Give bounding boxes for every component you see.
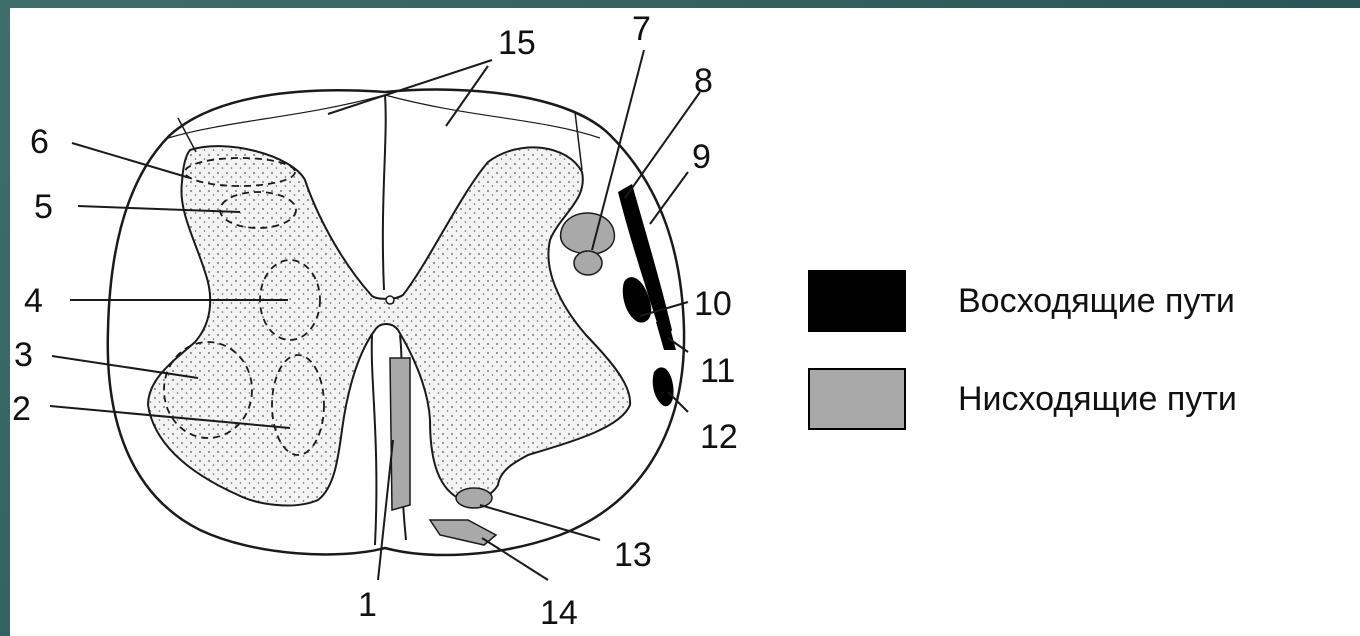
tract-13 xyxy=(456,488,492,508)
tract-1-anterior xyxy=(390,358,410,510)
label-1: 1 xyxy=(358,586,377,624)
label-2: 2 xyxy=(12,390,31,428)
label-7: 7 xyxy=(632,10,651,48)
tract-7-lower xyxy=(574,251,602,275)
label-5: 5 xyxy=(34,188,53,226)
ascending-swatch xyxy=(808,270,906,332)
label-6: 6 xyxy=(30,123,49,161)
legend-descending: Нисходящие пути xyxy=(808,368,1237,430)
label-3: 3 xyxy=(14,336,33,374)
label-15: 15 xyxy=(498,24,536,62)
ascending-label: Восходящие пути xyxy=(958,282,1235,321)
label-14: 14 xyxy=(540,594,578,632)
legend-ascending: Восходящие пути xyxy=(808,270,1235,332)
label-4: 4 xyxy=(24,282,43,320)
label-13: 13 xyxy=(614,536,652,574)
label-11: 11 xyxy=(700,352,735,390)
label-8: 8 xyxy=(694,62,713,100)
descending-swatch xyxy=(808,368,906,430)
descending-label: Нисходящие пути xyxy=(958,380,1237,419)
central-canal xyxy=(386,296,394,304)
label-9: 9 xyxy=(692,138,711,176)
tract-7-upper xyxy=(561,213,615,254)
label-10: 10 xyxy=(694,285,732,323)
label-12: 12 xyxy=(700,418,738,456)
